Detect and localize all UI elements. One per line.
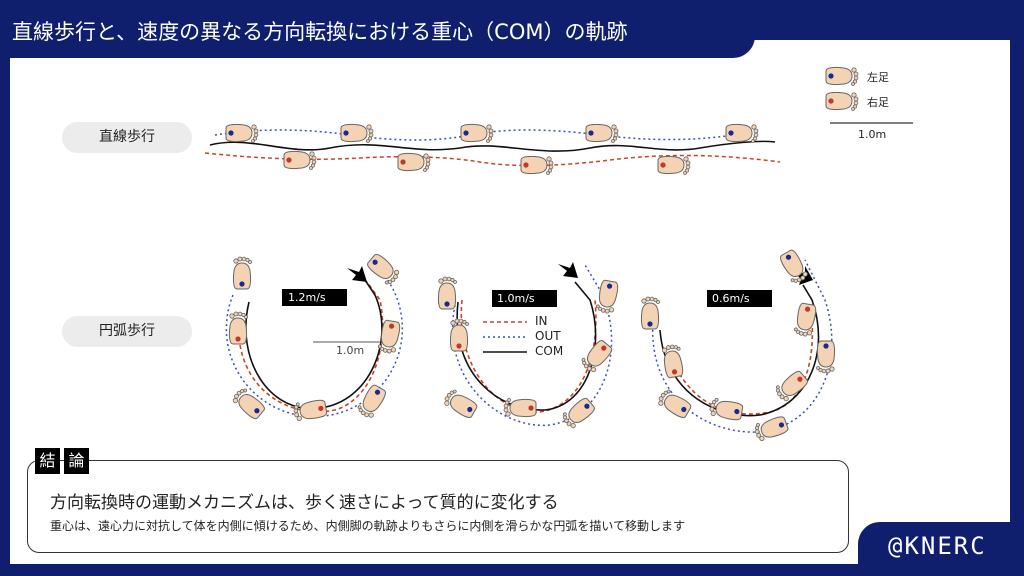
conclusion-tag-2: 論 [64,448,89,474]
legend-left-foot-label: 左足 [867,71,889,84]
left-foot-legend-icon [826,67,858,85]
right-foot-icon [398,153,430,171]
legend-out: OUT [535,329,561,343]
legend-com: COM [535,344,564,358]
arc-diagram-2 [438,262,618,430]
left-foot-icon [726,124,758,142]
legend-in: IN [535,314,548,328]
arc-diagram-1 [225,252,404,421]
speed-label-3: 0.6m/s [712,292,750,305]
right-foot-icon [658,156,690,174]
left-foot-icon [226,124,258,142]
conclusion-tag-1: 結 [35,448,60,474]
arc-scale-label: 1.0m [336,344,365,357]
scale-label: 1.0m [858,128,887,141]
right-foot-icon [284,151,316,169]
right-foot-legend-icon [826,92,858,110]
row-label-straight: 直線歩行 [62,122,192,153]
brand-label: @KNERC [888,532,987,560]
speed-label-1: 1.2m/s [288,291,326,304]
conclusion-headline: 方向転換時の運動メカニズムは、歩く速さによって質的に変化する [50,493,559,513]
brand-tab: @KNERC [858,522,1024,576]
title-bar: 直線歩行と、速度の異なる方向転換における重心（COM）の軌跡 [0,0,755,58]
conclusion-box [27,460,849,553]
legend-right-foot-label: 右足 [867,96,889,109]
conclusion-detail: 重心は、遠心力に対抗して体を内側に傾けるため、内側脚の軌跡よりもさらに内側を滑ら… [50,519,686,533]
speed-label-2: 1.0m/s [497,292,535,305]
left-foot-icon [461,124,493,142]
straight-walk [204,124,781,174]
left-foot-icon [341,124,373,142]
page-title: 直線歩行と、速度の異なる方向転換における重心（COM）の軌跡 [12,20,628,44]
row-label-arc: 円弧歩行 [62,316,192,347]
left-foot-icon [586,124,618,142]
arc-diagram-3 [641,249,834,443]
